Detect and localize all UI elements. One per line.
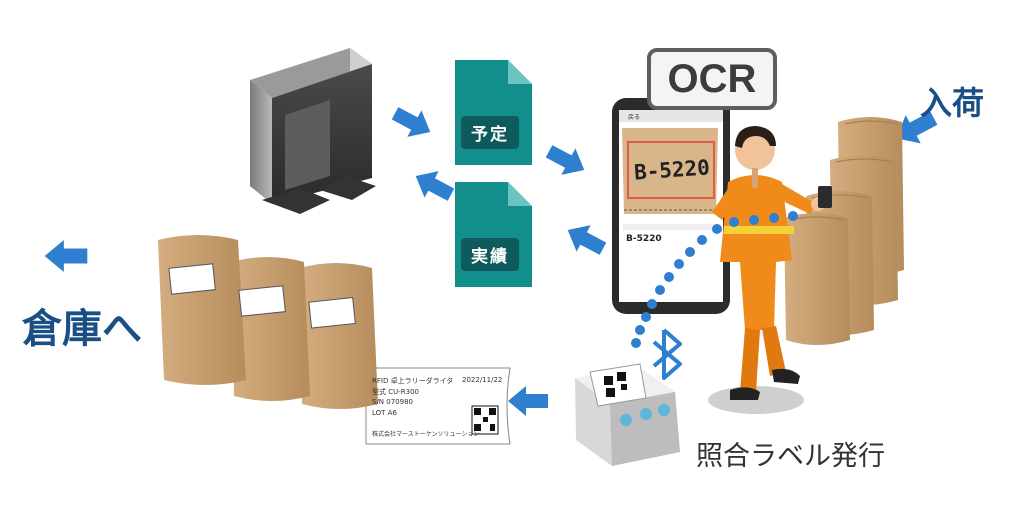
phone-back-link[interactable]: 戻る xyxy=(628,114,641,121)
smartphone-icon xyxy=(612,98,730,314)
arrow-result-to-server xyxy=(408,162,459,208)
arrow-to-warehouse xyxy=(44,240,88,272)
arrival-label: 入荷 xyxy=(920,85,985,121)
server-icon xyxy=(250,48,376,214)
label-card xyxy=(365,367,511,445)
label-line-1: RFID 卓上ラリーダライタ xyxy=(372,377,454,385)
outgoing-bags xyxy=(158,235,378,409)
result-doc-title: 実績 xyxy=(461,238,519,271)
phone-result-code: B-5220 xyxy=(626,234,662,244)
plan-doc-title: 予定 xyxy=(461,116,519,149)
bluetooth-icon xyxy=(652,328,682,380)
label-line-4: LOT A6 xyxy=(372,409,397,417)
arrow-plan-to-phone xyxy=(541,138,592,184)
label-issue-caption: 照合ラベル発行 xyxy=(696,441,885,472)
printer-icon xyxy=(575,363,680,466)
label-company: 株式会社マーストーケンソリューション xyxy=(372,431,480,438)
label-line-2: 型式 CU-R300 xyxy=(372,388,419,396)
arrow-phone-to-result xyxy=(560,216,611,262)
to-warehouse-label: 倉庫へ xyxy=(22,307,142,351)
qr-code-icon xyxy=(471,405,499,435)
ocr-badge: OCR xyxy=(647,48,777,110)
label-line-3: S/N 070980 xyxy=(372,398,413,406)
scan-dots xyxy=(631,211,798,348)
result-document xyxy=(455,182,532,287)
label-date: 2022/11/22 xyxy=(462,376,503,384)
plan-document xyxy=(455,60,532,165)
arrow-server-to-plan xyxy=(387,100,438,146)
arrow-printer-to-label xyxy=(508,386,548,416)
incoming-bags xyxy=(784,117,904,345)
